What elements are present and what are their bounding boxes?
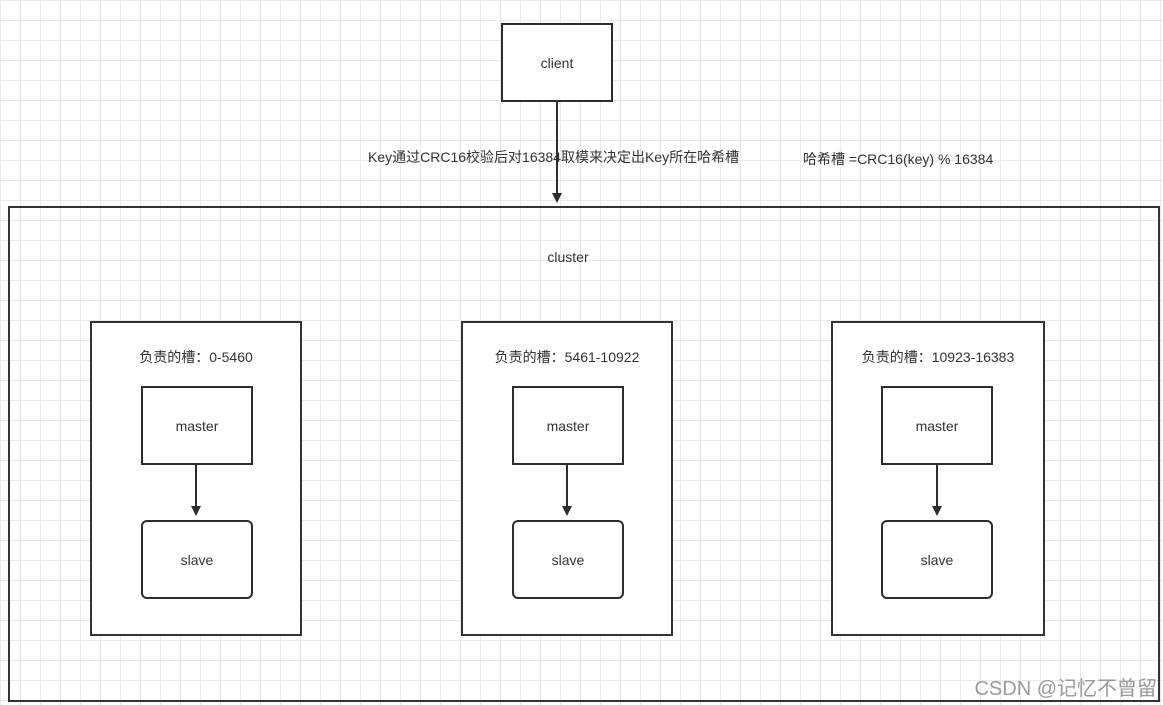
master-box: master	[512, 386, 624, 465]
client-label: client	[540, 54, 574, 71]
slave-box: slave	[141, 520, 253, 599]
cluster-node-2: 负责的槽：5461-10922 master slave	[461, 321, 673, 636]
csdn-watermark: CSDN @记忆不曾留	[974, 678, 1157, 700]
slave-box: slave	[512, 520, 624, 599]
hash-formula-label: 哈希槽 =CRC16(key) % 16384	[803, 151, 994, 167]
client-box: client	[501, 23, 613, 102]
node-slots-label: 负责的槽：10923-16383	[861, 349, 1015, 365]
slave-label: slave	[920, 551, 954, 568]
master-box: master	[881, 386, 993, 465]
master-box: master	[141, 386, 253, 465]
cluster-box	[8, 206, 1160, 702]
slave-label: slave	[180, 551, 214, 568]
cluster-node-1: 负责的槽：0-5460 master slave	[90, 321, 302, 636]
node-slots-label: 负责的槽：0-5460	[139, 349, 253, 365]
slave-label: slave	[551, 551, 585, 568]
edge-label: Key通过CRC16校验后对16384取模来决定出Key所在哈希槽	[368, 149, 740, 165]
master-label: master	[175, 417, 219, 434]
cluster-node-3: 负责的槽：10923-16383 master slave	[831, 321, 1045, 636]
master-label: master	[546, 417, 590, 434]
slave-box: slave	[881, 520, 993, 599]
cluster-label: cluster	[547, 249, 589, 265]
node-slots-label: 负责的槽：5461-10922	[494, 349, 640, 365]
master-label: master	[915, 417, 959, 434]
